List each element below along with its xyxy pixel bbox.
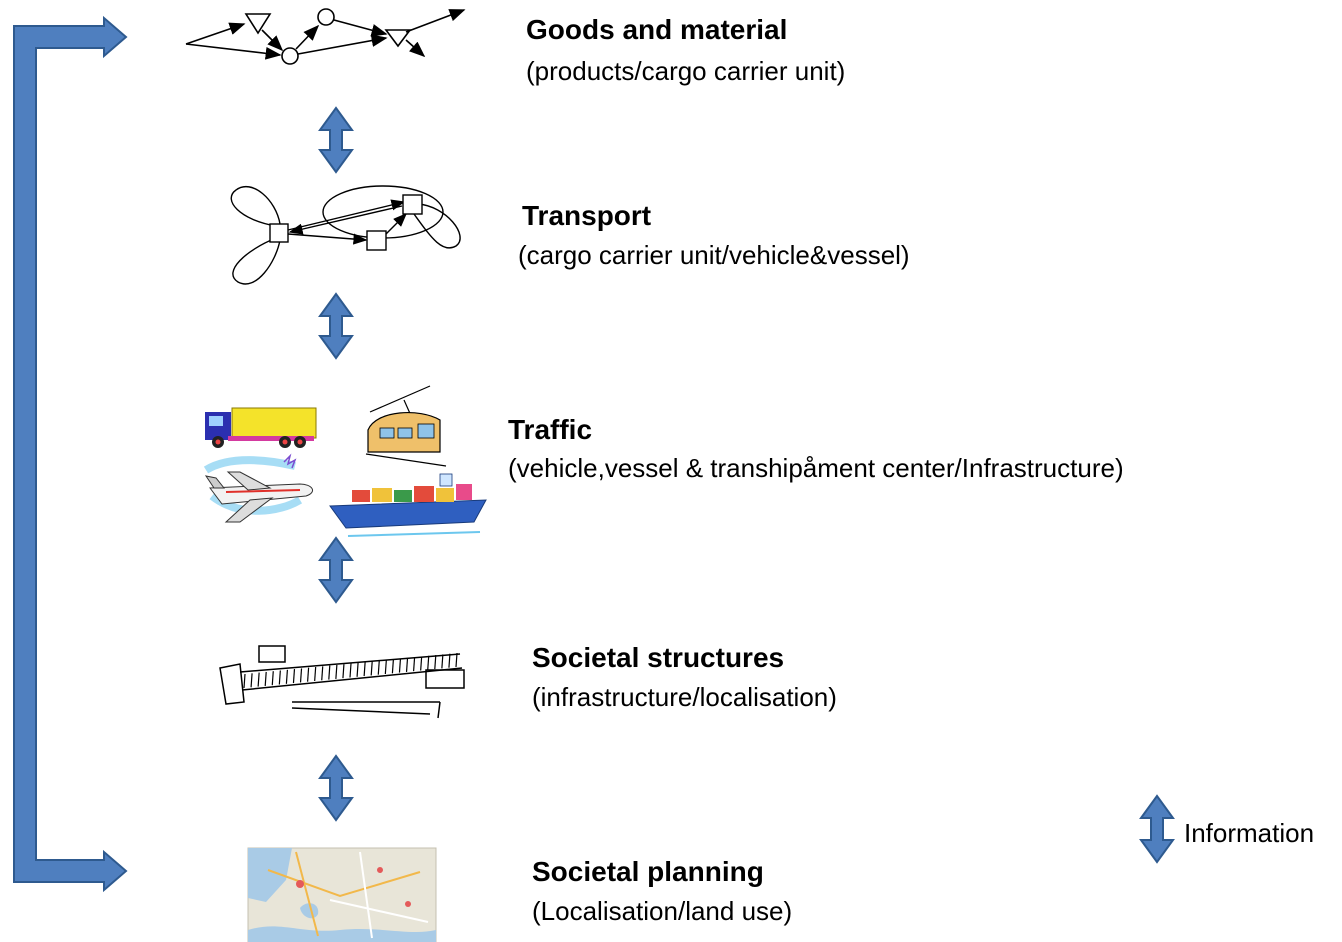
flow-network-icon <box>185 8 466 65</box>
container-ship-icon <box>329 473 487 537</box>
terminal-rails <box>243 652 458 689</box>
rail-tie <box>391 659 394 674</box>
level-title-societal-planning: Societal planning <box>532 856 764 887</box>
level-subtitle-goods: (products/cargo carrier unit) <box>526 56 846 86</box>
level-subtitle-societal-planning: (Localisation/land use) <box>532 896 793 926</box>
rail-tie <box>405 657 409 672</box>
rail-tie <box>427 655 430 670</box>
rail-tie <box>342 664 345 679</box>
rail-tie <box>299 668 303 683</box>
level-title-societal-structures: Societal structures <box>532 642 785 673</box>
rail-tie <box>285 669 288 684</box>
rail-tie <box>377 660 380 675</box>
rail-tie <box>335 664 338 679</box>
level-subtitle-societal-structures: (infrastructure/localisation) <box>532 682 837 712</box>
level-title-transport: Transport <box>522 200 652 231</box>
tram-icon <box>365 385 447 467</box>
double-arrow <box>318 292 354 360</box>
rail-tie <box>328 665 331 680</box>
double-arrow <box>318 106 354 174</box>
rail-tie <box>420 656 423 671</box>
rail-tie <box>278 670 281 685</box>
rail-tie <box>307 667 310 682</box>
transport-loop-network-icon <box>230 185 461 285</box>
double-arrow <box>318 536 354 604</box>
rail-tie <box>441 654 444 669</box>
rail-tie <box>349 663 352 678</box>
legend-double-arrow-icon <box>1139 794 1175 864</box>
rail-tie <box>398 658 402 673</box>
airplane-icon <box>203 453 314 523</box>
rail-tie <box>370 661 373 676</box>
rail-tie <box>413 657 416 672</box>
level-subtitle-traffic: (vehicle,vessel & transhipåment center/I… <box>508 453 1124 483</box>
rail-tie <box>356 662 359 677</box>
rail-tie <box>434 655 437 670</box>
rail-tie <box>250 673 253 688</box>
level-subtitle-transport: (cargo carrier unit/vehicle&vessel) <box>518 240 910 270</box>
rail-tie <box>264 671 267 686</box>
rail-tie <box>257 672 260 687</box>
rail-tie <box>321 666 324 681</box>
rail-tie <box>363 662 366 677</box>
level-title-goods: Goods and material <box>526 14 788 45</box>
rail-tie <box>455 652 458 668</box>
rail-tie <box>292 669 296 684</box>
rail-tie <box>271 671 274 686</box>
map-icon <box>247 847 437 942</box>
rail-tie <box>314 666 317 682</box>
rail-tie <box>384 659 387 675</box>
terminal-infrastructure-icon <box>219 645 465 719</box>
feedback-bracket-arrow <box>13 15 128 893</box>
legend-label: Information <box>1184 818 1315 848</box>
double-arrow <box>318 754 354 822</box>
rail-tie <box>243 673 246 689</box>
level-title-traffic: Traffic <box>508 414 593 445</box>
truck-icon <box>205 407 317 448</box>
rail-tie <box>448 653 451 668</box>
